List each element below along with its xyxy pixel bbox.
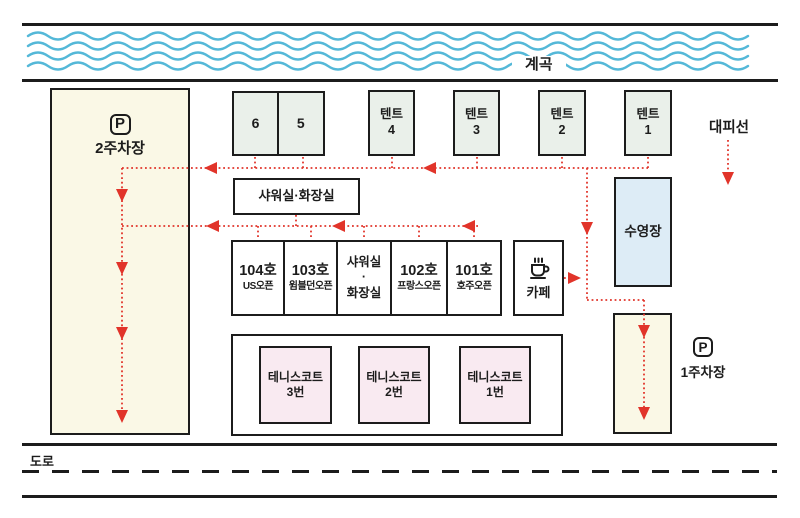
- shower-toilet-center: 샤워실 · 화장실: [336, 240, 392, 316]
- room-102: 102호 프랑스오픈: [390, 240, 448, 316]
- route-upper-line: [122, 157, 649, 169]
- tent-3-number: 3: [473, 123, 480, 137]
- evacuation-line-label: 대피선: [708, 120, 750, 136]
- room-101-number: 101호: [455, 263, 493, 280]
- road-center-dashes: [22, 470, 777, 473]
- river-bottom-border: [22, 79, 778, 82]
- tennis-court-3-name: 테니스코트: [267, 370, 324, 384]
- tennis-court-2-number: 2번: [385, 385, 403, 399]
- shower-center-dot: ·: [361, 270, 367, 285]
- tent-3-name: 텐트: [464, 107, 488, 122]
- shower-toilet-upper-label: 샤워실·화장실: [258, 188, 335, 204]
- room-103: 103호 윔블던오픈: [283, 240, 338, 316]
- parking-lot-2-label: 2주차장: [95, 140, 145, 157]
- room-103-number: 103호: [291, 263, 330, 280]
- tent-2-number: 2: [558, 123, 566, 137]
- tent-2-name: 텐트: [550, 107, 574, 122]
- room-104: 104호 US오픈: [231, 240, 285, 316]
- room-101: 101호 호주오픈: [446, 240, 502, 316]
- room-101-name: 호주오픈: [456, 281, 492, 293]
- tennis-court-1-name: 테니스코트: [467, 370, 523, 384]
- shower-toilet-upper: 샤워실·화장실: [233, 178, 360, 215]
- tennis-court-3-number: 3번: [286, 385, 305, 399]
- room-102-number: 102호: [400, 263, 438, 280]
- parking-icon: P: [693, 337, 713, 357]
- parking-lot-2: P 2주차장: [50, 88, 190, 435]
- river-top-border: [22, 23, 778, 26]
- room-102-name: 프랑스오픈: [397, 281, 441, 293]
- tent-4: 텐트 4: [368, 90, 415, 156]
- parking-lot-1-label: 1주차장: [680, 365, 726, 380]
- tennis-court-1: 테니스코트 1번: [459, 346, 531, 424]
- tennis-court-1-number: 1번: [486, 385, 504, 399]
- parking-icon: P: [109, 114, 131, 135]
- tent-1-number: 1: [644, 123, 652, 137]
- site-6: 6: [232, 91, 279, 156]
- room-104-number: 104호: [239, 263, 277, 280]
- river-waves: [26, 31, 750, 71]
- valley-label: 계곡: [512, 56, 566, 74]
- parking-lot-1: [613, 313, 672, 434]
- site-5-label: 5: [296, 114, 305, 131]
- swimming-pool-label: 수영장: [624, 223, 662, 239]
- site-6-label: 6: [251, 114, 260, 131]
- cafe-label: 카페: [526, 284, 551, 300]
- tennis-court-2-name: 테니스코트: [366, 370, 422, 384]
- tennis-court-2: 테니스코트 2번: [358, 346, 430, 424]
- tent-1-name: 텐트: [636, 107, 660, 122]
- room-104-name: US오픈: [242, 281, 274, 293]
- site-5: 5: [276, 91, 325, 156]
- tennis-court-3: 테니스코트 3번: [259, 346, 332, 424]
- tent-4-name: 텐트: [379, 107, 403, 122]
- coffee-cup-icon: [529, 257, 549, 279]
- tent-1: 텐트 1: [624, 90, 672, 156]
- room-103-name: 윔블던오픈: [288, 281, 333, 293]
- shower-center-line2: 화장실: [346, 285, 382, 300]
- road-bottom-line: [22, 495, 777, 498]
- road-top-line: [22, 443, 777, 446]
- cafe: 카페: [513, 240, 564, 316]
- swimming-pool: 수영장: [614, 177, 672, 287]
- tent-2: 텐트 2: [538, 90, 586, 156]
- parking-lot-1-legend: P 1주차장: [677, 337, 729, 381]
- tent-3: 텐트 3: [453, 90, 500, 156]
- shower-center-line1: 샤워실: [346, 254, 382, 269]
- road-label: 도로: [30, 454, 54, 469]
- tent-4-number: 4: [388, 123, 395, 137]
